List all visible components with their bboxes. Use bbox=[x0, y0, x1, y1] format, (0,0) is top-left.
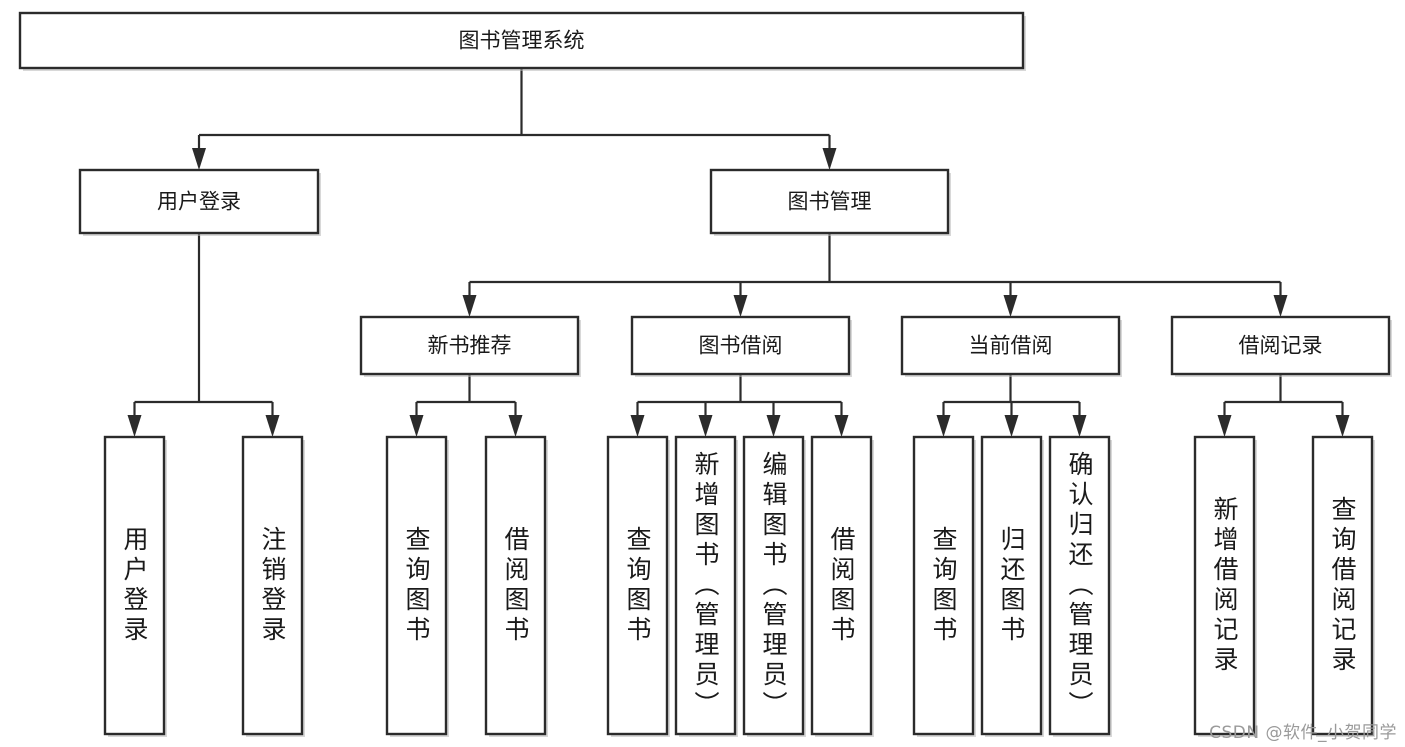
arrow-head-icon bbox=[936, 415, 951, 437]
arrow-head-icon bbox=[698, 415, 713, 437]
arrow-head-icon bbox=[822, 148, 837, 170]
node-new-book-recommend[interactable] bbox=[359, 315, 581, 377]
node-leaf-query-book-1[interactable] bbox=[385, 435, 449, 737]
node-leaf-confirm-return[interactable] bbox=[1048, 435, 1112, 737]
node-user-login[interactable] bbox=[78, 168, 321, 236]
node-leaf-edit-book[interactable] bbox=[742, 435, 806, 737]
node-label-root: 图书管理系统 bbox=[459, 29, 585, 53]
arrow-head-icon bbox=[265, 415, 280, 437]
edge-group-new-book-recommend bbox=[409, 374, 523, 437]
node-leaf-query-record[interactable] bbox=[1311, 435, 1375, 737]
boxes-layer bbox=[18, 11, 1392, 737]
node-label-current-borrow: 当前借阅 bbox=[969, 334, 1053, 358]
node-leaf-return-book[interactable] bbox=[980, 435, 1044, 737]
watermark-text: CSDN @软件_小贺同学 bbox=[1209, 723, 1397, 743]
arrow-head-icon bbox=[1335, 415, 1350, 437]
arrow-head-icon bbox=[630, 415, 645, 437]
node-borrow-record[interactable] bbox=[1170, 315, 1392, 377]
node-leaf-logout[interactable] bbox=[241, 435, 305, 737]
arrow-head-icon bbox=[733, 295, 748, 317]
node-label-borrow-record: 借阅记录 bbox=[1239, 334, 1323, 358]
node-leaf-borrow-book-1[interactable] bbox=[484, 435, 548, 737]
node-book-manage[interactable] bbox=[709, 168, 951, 236]
node-leaf-add-book[interactable] bbox=[674, 435, 738, 737]
arrow-head-icon bbox=[1217, 415, 1232, 437]
node-leaf-query-book-3[interactable] bbox=[912, 435, 976, 737]
arrow-head-icon bbox=[834, 415, 849, 437]
edge-group-user-login bbox=[127, 233, 280, 437]
arrow-head-icon bbox=[1003, 295, 1018, 317]
node-label-book-borrow: 图书借阅 bbox=[699, 334, 783, 358]
node-leaf-query-book-2[interactable] bbox=[606, 435, 670, 737]
node-leaf-add-record[interactable] bbox=[1193, 435, 1257, 737]
edge-group-book-manage bbox=[462, 233, 1288, 317]
arrow-head-icon bbox=[192, 148, 206, 170]
node-book-borrow[interactable] bbox=[630, 315, 852, 377]
arrow-head-icon bbox=[1004, 415, 1019, 437]
arrow-head-icon bbox=[1273, 295, 1288, 317]
arrow-head-icon bbox=[508, 415, 523, 437]
node-leaf-user-login[interactable] bbox=[103, 435, 167, 737]
edges-layer bbox=[127, 68, 1350, 437]
node-label-user-login: 用户登录 bbox=[157, 190, 241, 214]
edge-group-root bbox=[192, 68, 837, 170]
node-current-borrow[interactable] bbox=[900, 315, 1122, 377]
edge-group-borrow-record bbox=[1217, 374, 1350, 437]
node-label-new-book-recommend: 新书推荐 bbox=[428, 334, 512, 358]
node-leaf-borrow-book-2[interactable] bbox=[810, 435, 874, 737]
arrow-head-icon bbox=[766, 415, 781, 437]
node-root[interactable] bbox=[18, 11, 1026, 71]
arrow-head-icon bbox=[409, 415, 424, 437]
arrow-head-icon bbox=[1072, 415, 1087, 437]
arrow-head-icon bbox=[127, 415, 142, 437]
edge-group-book-borrow bbox=[630, 374, 849, 437]
arrow-head-icon bbox=[462, 295, 477, 317]
node-label-book-manage: 图书管理 bbox=[788, 190, 872, 214]
edge-group-current-borrow bbox=[936, 374, 1087, 437]
